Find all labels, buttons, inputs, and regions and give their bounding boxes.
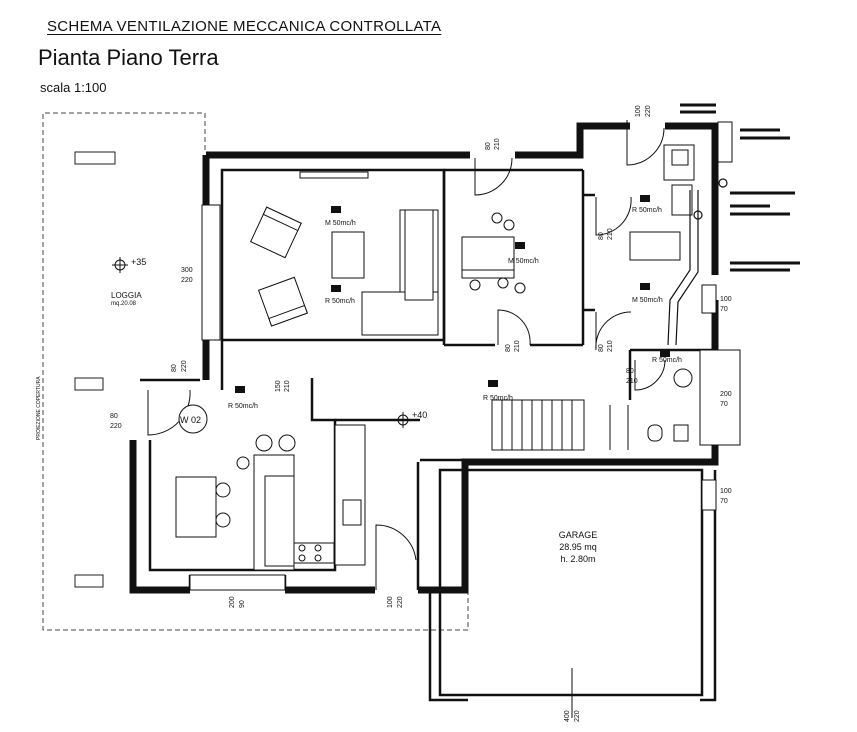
dim-80-kitchen: 80	[171, 364, 178, 372]
dim-80-bed2: 80	[598, 344, 605, 352]
airflow-m-bed: M 50mc/h	[632, 297, 663, 304]
dim-150: 150	[275, 380, 282, 392]
dim-210-study: 210	[514, 340, 521, 352]
ventilation-duct	[667, 178, 728, 346]
dim-210-top-study: 210	[494, 138, 501, 150]
bathroom-fixtures	[629, 144, 695, 442]
dim-220-bottom: 220	[397, 596, 404, 608]
dim-100-bottom: 100	[387, 596, 394, 608]
roof-projection	[42, 112, 469, 631]
study-furniture	[461, 212, 526, 294]
dim-100-right1: 100	[720, 296, 732, 303]
dim-220-left: 220	[110, 423, 122, 430]
drawing-subtitle: Pianta Piano Terra	[38, 45, 219, 70]
airflow-r-kitchen: R 50mc/h	[228, 403, 258, 410]
dim-220-garage: 220	[574, 710, 581, 722]
dim-210-150: 210	[284, 380, 291, 392]
exterior-walls	[129, 122, 719, 594]
dim-220-kitchen: 220	[181, 360, 188, 372]
level-label-loggia: +35	[131, 257, 146, 267]
dim-80-bath: 80	[626, 368, 634, 375]
level-markers	[112, 257, 411, 428]
dim-400-garage: 400	[564, 710, 571, 722]
dim-200-right: 200	[720, 391, 732, 398]
dim-80-left: 80	[110, 413, 118, 420]
drawing-scale: scala 1:100	[40, 80, 107, 95]
doors	[147, 120, 666, 590]
dim-90-bottom: 90	[239, 600, 246, 608]
dim-70-right: 70	[720, 401, 728, 408]
airflow-m-study: M 50mc/h	[508, 258, 539, 265]
garage-height: h. 2.80m	[560, 554, 595, 564]
legend-lines	[680, 103, 800, 272]
living-furniture	[249, 206, 439, 336]
interior-walls	[140, 168, 717, 702]
ventilation-unit	[178, 404, 208, 434]
dim-100-top: 100	[635, 105, 642, 117]
dim-210-bath: 210	[626, 378, 638, 385]
airflow-r-bath: R 50mc/h	[652, 357, 682, 364]
dim-80-bed: 80	[598, 232, 605, 240]
dim-200-bottom: 200	[229, 596, 236, 608]
garage-name: GARAGE	[559, 530, 598, 540]
dim-80-top-study: 80	[485, 142, 492, 150]
kitchen-furniture	[175, 424, 366, 571]
dim-100-right2: 100	[720, 488, 732, 495]
side-label: PROIEZIONE COPERTURA	[36, 376, 42, 440]
stairs	[491, 399, 629, 451]
airflow-r-bath-top: R 50mc/h	[632, 207, 662, 214]
loggia-furniture	[74, 151, 116, 588]
loggia-name: LOGGIA	[111, 291, 142, 300]
dim-220a: 220	[181, 277, 193, 284]
dim-80-study: 80	[505, 344, 512, 352]
loggia-area: mq.20.08	[111, 301, 137, 307]
vent-grilles	[235, 195, 670, 393]
dim-220-top: 220	[645, 105, 652, 117]
garage-area: 28.95 mq	[559, 542, 597, 552]
dim-300: 300	[181, 267, 193, 274]
dim-70-right2: 70	[720, 498, 728, 505]
unit-label: W 02	[180, 415, 201, 425]
level-label-hall: +40	[412, 410, 427, 420]
dim-210-bed: 210	[607, 228, 614, 240]
windows	[189, 121, 741, 591]
dim-70-right1: 70	[720, 306, 728, 313]
airflow-r-living: R 50mc/h	[325, 298, 355, 305]
airflow-m-living: M 50mc/h	[325, 220, 356, 227]
airflow-r-hall: R 50mc/h	[483, 395, 513, 402]
drawing-title: SCHEMA VENTILAZIONE MECCANICA CONTROLLAT…	[47, 18, 442, 35]
dim-210-bed2: 210	[607, 340, 614, 352]
